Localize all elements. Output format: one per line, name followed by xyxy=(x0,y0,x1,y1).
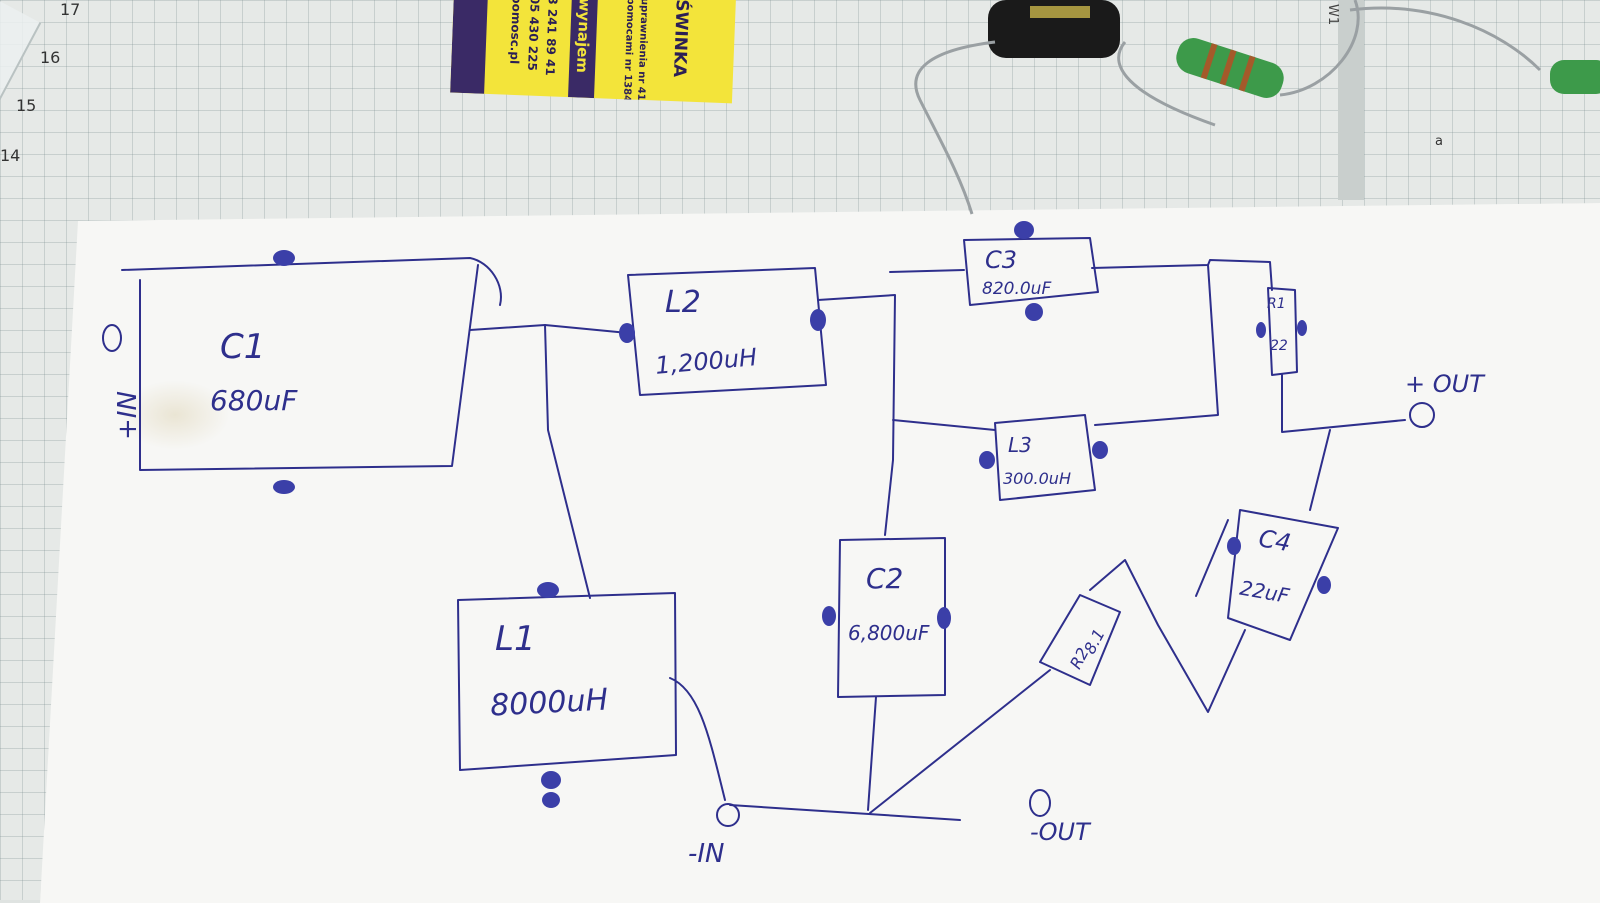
green-resistor xyxy=(1117,0,1600,127)
wire-c1-top xyxy=(121,257,502,306)
wire-out-c4 xyxy=(1309,429,1331,511)
wire-right-rail xyxy=(1094,264,1219,426)
r1-value: 22 xyxy=(1270,338,1288,354)
c3-value: 820.0uF xyxy=(982,279,1051,299)
l1-box xyxy=(457,592,677,771)
wire-node-l3 xyxy=(892,419,996,431)
wire-junction-l1 xyxy=(544,324,591,599)
electrolytic-capacitor xyxy=(914,0,1120,215)
c3-name: C3 xyxy=(985,246,1017,274)
wire-l1-minus-in xyxy=(669,677,726,801)
wire-c2-ground xyxy=(867,696,877,811)
wire-r2-ground xyxy=(869,669,1051,814)
r2-box xyxy=(1039,594,1121,686)
c4-plate xyxy=(1195,519,1229,597)
r1-name: R1 xyxy=(1267,296,1286,312)
c2-value: 6,800uF xyxy=(848,621,930,645)
plus-in-label: +IN xyxy=(113,391,143,440)
r1-box xyxy=(1267,287,1298,376)
c4-name: C4 xyxy=(1257,524,1293,557)
wire-c4-r2 xyxy=(1089,559,1246,713)
c4-value: 22uF xyxy=(1238,576,1292,608)
plus-out-terminal xyxy=(1409,402,1435,428)
c1-name: C1 xyxy=(220,327,265,367)
solder-dots xyxy=(273,221,1331,808)
wire-c3-r1 xyxy=(1091,259,1273,291)
c2-box xyxy=(837,537,946,698)
wire-r1-out xyxy=(1281,374,1406,433)
l1-value: 8000uH xyxy=(489,683,609,724)
l3-box xyxy=(994,414,1096,501)
wire-c1-l2 xyxy=(469,324,629,334)
plus-in-terminal xyxy=(102,324,122,352)
c1-box xyxy=(139,264,479,471)
paper-mark: a xyxy=(1435,134,1443,149)
minus-in-terminal xyxy=(716,803,740,827)
l2-value: 1,200uH xyxy=(654,343,758,380)
l3-name: L3 xyxy=(1008,433,1032,457)
c1-value: 680uF xyxy=(210,384,298,417)
minus-in-label: -IN xyxy=(688,839,725,869)
l2-name: L2 xyxy=(665,285,701,320)
l1-name: L1 xyxy=(495,619,536,659)
c3-box xyxy=(963,237,1099,306)
c2-name: C2 xyxy=(866,562,903,595)
c4-box xyxy=(1227,509,1339,641)
minus-out-terminal xyxy=(1029,789,1051,817)
paper-stain xyxy=(120,380,230,450)
wire-l2-node xyxy=(817,294,896,536)
ground-rail xyxy=(729,804,961,821)
l3-value: 300.0uH xyxy=(1003,469,1071,488)
right-ruler xyxy=(1338,0,1364,200)
minus-out-label: -OUT xyxy=(1030,818,1092,846)
plus-out-label: + OUT xyxy=(1405,370,1486,398)
ruler-number-17: 17 xyxy=(60,0,81,19)
l2-box xyxy=(627,267,827,396)
wire-node-c3 xyxy=(889,269,965,273)
ruler-number-15: 15 xyxy=(16,96,37,115)
ruler-number-16: 16 xyxy=(40,48,61,67)
ruler-number-14: 14 xyxy=(0,146,21,165)
